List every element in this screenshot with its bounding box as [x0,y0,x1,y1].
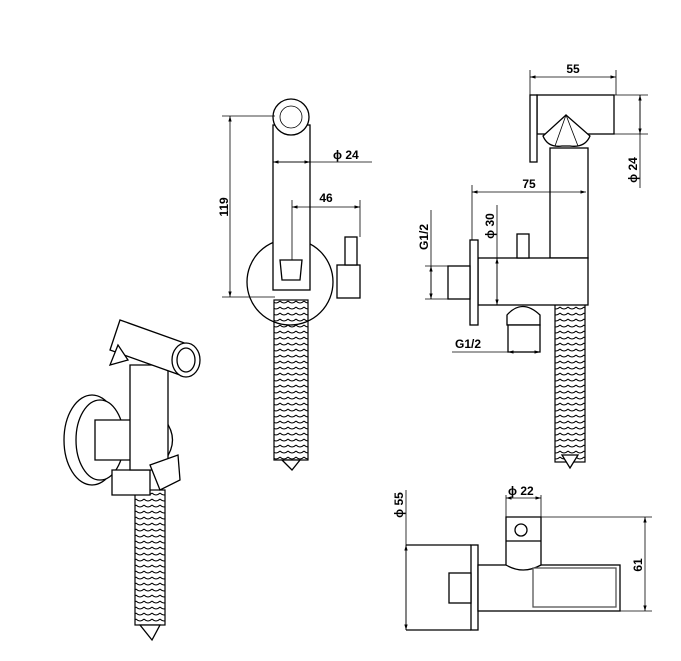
hose [134,489,166,626]
dim-outlet-thread: G1/2 [455,337,481,351]
lever [516,233,530,259]
dim-rosette-diameter: ϕ 55 [392,492,406,518]
valve-body [477,257,589,306]
right-view: 55 ϕ 24 75 ϕ 30 G1/2 G1/2 [417,62,648,470]
side-view: 119 ϕ 24 46 [217,98,372,471]
hose [273,299,309,461]
handle-body [549,147,589,259]
inlet-thread [447,265,471,300]
hose [554,299,586,463]
dim-inlet-thread: G1/2 [417,224,431,250]
inlet-thread [448,572,472,604]
flange [469,239,479,326]
dim-height: 119 [217,197,231,217]
spray-head [272,98,310,136]
dim-holder-diameter: ϕ 22 [508,484,534,498]
perspective-view [63,319,201,642]
dim-head-length: 55 [566,62,580,76]
handle-cylinder [532,567,617,608]
dim-reach: 75 [522,177,536,191]
dim-depth: 46 [319,191,333,205]
top-view: ϕ 55 ϕ 22 61 [392,484,652,631]
dim-width: 61 [631,558,645,572]
handle-body [272,124,311,291]
dim-head-diameter: ϕ 24 [333,148,359,162]
outlet-thread [507,324,541,353]
dim-body-diameter: ϕ 30 [483,213,497,239]
dim-head-diameter-right: ϕ 24 [626,157,640,183]
holder-bracket [336,264,361,299]
flange [470,544,479,631]
handle-body [129,364,169,471]
lever [344,236,358,266]
